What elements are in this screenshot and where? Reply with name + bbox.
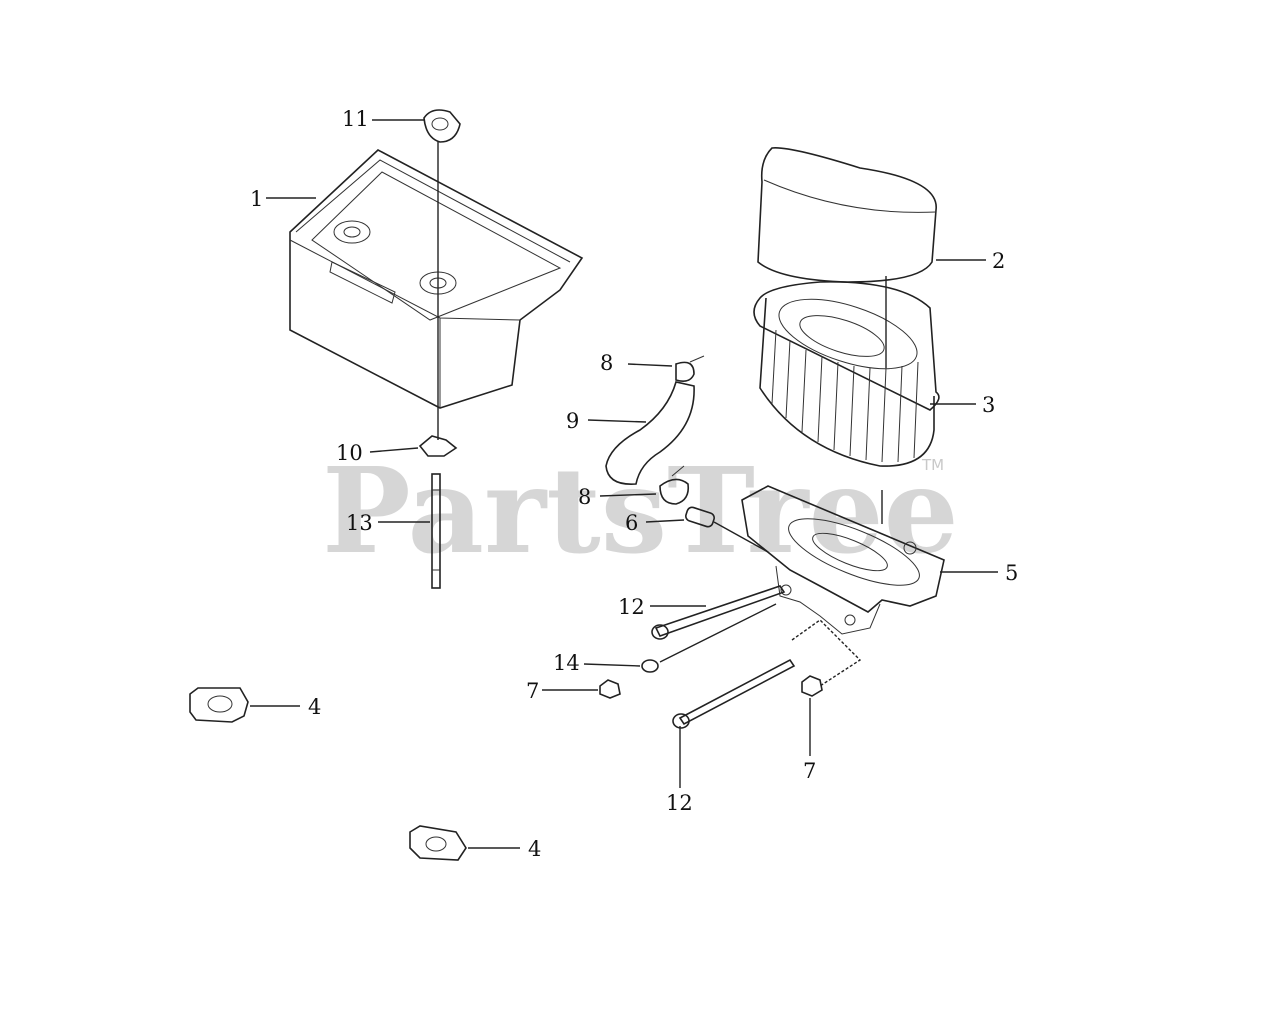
callout-5: 5 [1005,561,1018,585]
part-filter-element [753,276,940,524]
part-wing-nut [418,435,458,457]
callout-8-bottom: 8 [578,485,591,509]
part-gasket-lower [409,825,467,861]
part-knob [423,109,461,440]
callout-7-left: 7 [526,679,539,703]
part-pre-cleaner [757,147,937,283]
callout-13: 13 [346,511,373,535]
part-breather-hose [605,355,705,505]
part-washer [641,659,659,673]
leader-lines [250,119,998,849]
callout-3: 3 [982,393,995,417]
callout-7-right: 7 [803,759,816,783]
part-nut-right [801,675,823,697]
callout-10: 10 [336,441,363,465]
callout-9: 9 [566,409,579,433]
part-base [741,485,945,635]
part-stud [431,473,441,589]
callout-6: 6 [625,511,638,535]
part-gasket-upper [189,687,249,723]
part-breather-fitting [685,506,715,528]
part-air-cleaner-cover [289,149,584,409]
callout-4-upper: 4 [308,695,321,719]
callout-14: 14 [553,651,580,675]
watermark-trademark: TM [921,456,944,474]
callout-1: 1 [250,187,263,211]
callout-4-lower: 4 [528,837,541,861]
callout-12-bottom: 12 [666,791,693,815]
callout-12-top: 12 [618,595,645,619]
callout-2: 2 [992,249,1005,273]
callout-8-top: 8 [600,351,613,375]
callout-11: 11 [342,107,369,131]
watermark-brand: PartsTree [322,441,959,580]
part-nut-left [599,679,621,699]
part-bolts [651,585,862,729]
